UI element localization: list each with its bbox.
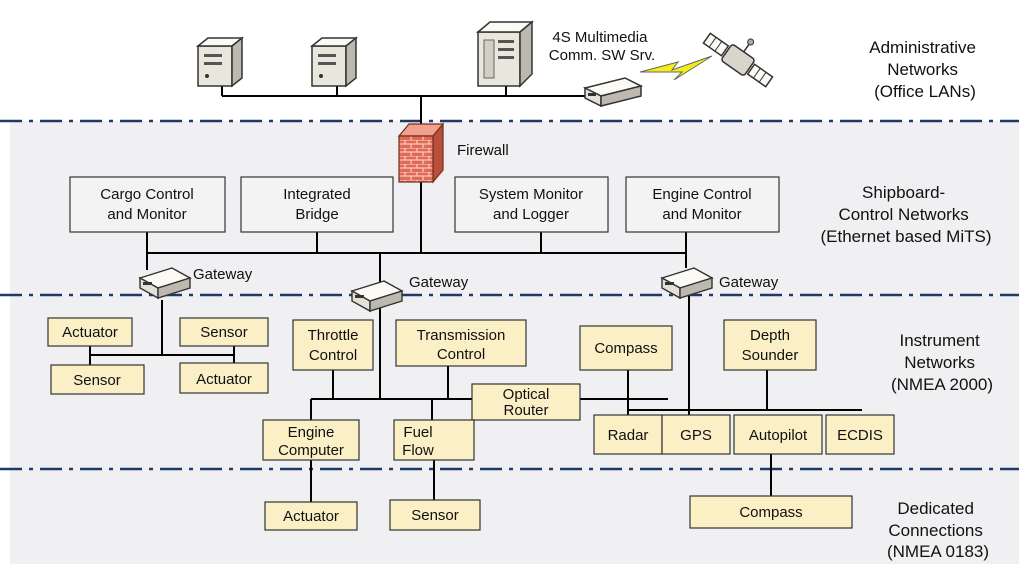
depth-sounder-box: [723, 319, 817, 371]
firewall-icon: [397, 122, 445, 184]
throttle-control-box: [292, 319, 374, 371]
gateway-label: Gateway: [409, 274, 469, 291]
dedicated-actuator-label: Actuator: [283, 508, 339, 525]
radar-label: Radar: [608, 427, 649, 444]
dedicated-sensor-box: [389, 499, 481, 531]
compass-label: Compass: [594, 340, 657, 357]
optical-router-box: [471, 383, 581, 421]
gateway-icon: [350, 280, 404, 313]
gateway-icon: [660, 267, 714, 300]
sensor-box: [179, 317, 269, 347]
sensor-label: Sensor: [200, 324, 248, 341]
actuator-box: [47, 317, 133, 347]
compass-box: [579, 325, 673, 371]
server-icon: [195, 36, 245, 88]
comm-device-icon: [582, 77, 644, 108]
engine-computer-box: [262, 419, 360, 461]
ecdis-label: ECDIS: [837, 427, 883, 444]
zone-label-administrative: Administrative Networks (Office LANs): [869, 38, 981, 101]
gateway-label: Gateway: [193, 266, 253, 283]
gps-box: [661, 414, 731, 455]
ecdis-box: [825, 414, 895, 455]
gateway-icon: [138, 267, 192, 300]
tower-server-icon: [475, 20, 535, 88]
multimedia-server-label: 4S Multimedia Comm. SW Srv.: [549, 29, 655, 64]
sensor-box: [50, 364, 145, 395]
transmission-control-box: [395, 319, 527, 367]
actuator-label: Actuator: [62, 324, 118, 341]
zone-label-shipboard-control: Shipboard- Control Networks (Ethernet ba…: [820, 183, 991, 246]
dedicated-compass-box: [689, 495, 853, 529]
autopilot-box: [733, 414, 823, 455]
autopilot-label: Autopilot: [749, 427, 808, 444]
dedicated-actuator-box: [264, 501, 358, 531]
actuator-label: Actuator: [196, 371, 252, 388]
sensor-label: Sensor: [73, 372, 121, 389]
wireless-link-icon: [639, 55, 713, 81]
gateway-label: Gateway: [719, 274, 779, 291]
server-icon: [309, 36, 359, 88]
dedicated-band: [10, 469, 1019, 564]
dedicated-compass-label: Compass: [739, 504, 802, 521]
gps-label: GPS: [680, 427, 712, 444]
actuator-box: [179, 362, 269, 394]
zone-label-dedicated: Dedicated Connections (NMEA 0183): [887, 499, 989, 561]
zone-label-instrument: Instrument Networks (NMEA 2000): [891, 331, 993, 394]
satellite-icon: [702, 32, 774, 88]
fuel-flow-box: [393, 419, 475, 461]
firewall-label: Firewall: [457, 142, 509, 159]
dedicated-sensor-label: Sensor: [411, 507, 459, 524]
